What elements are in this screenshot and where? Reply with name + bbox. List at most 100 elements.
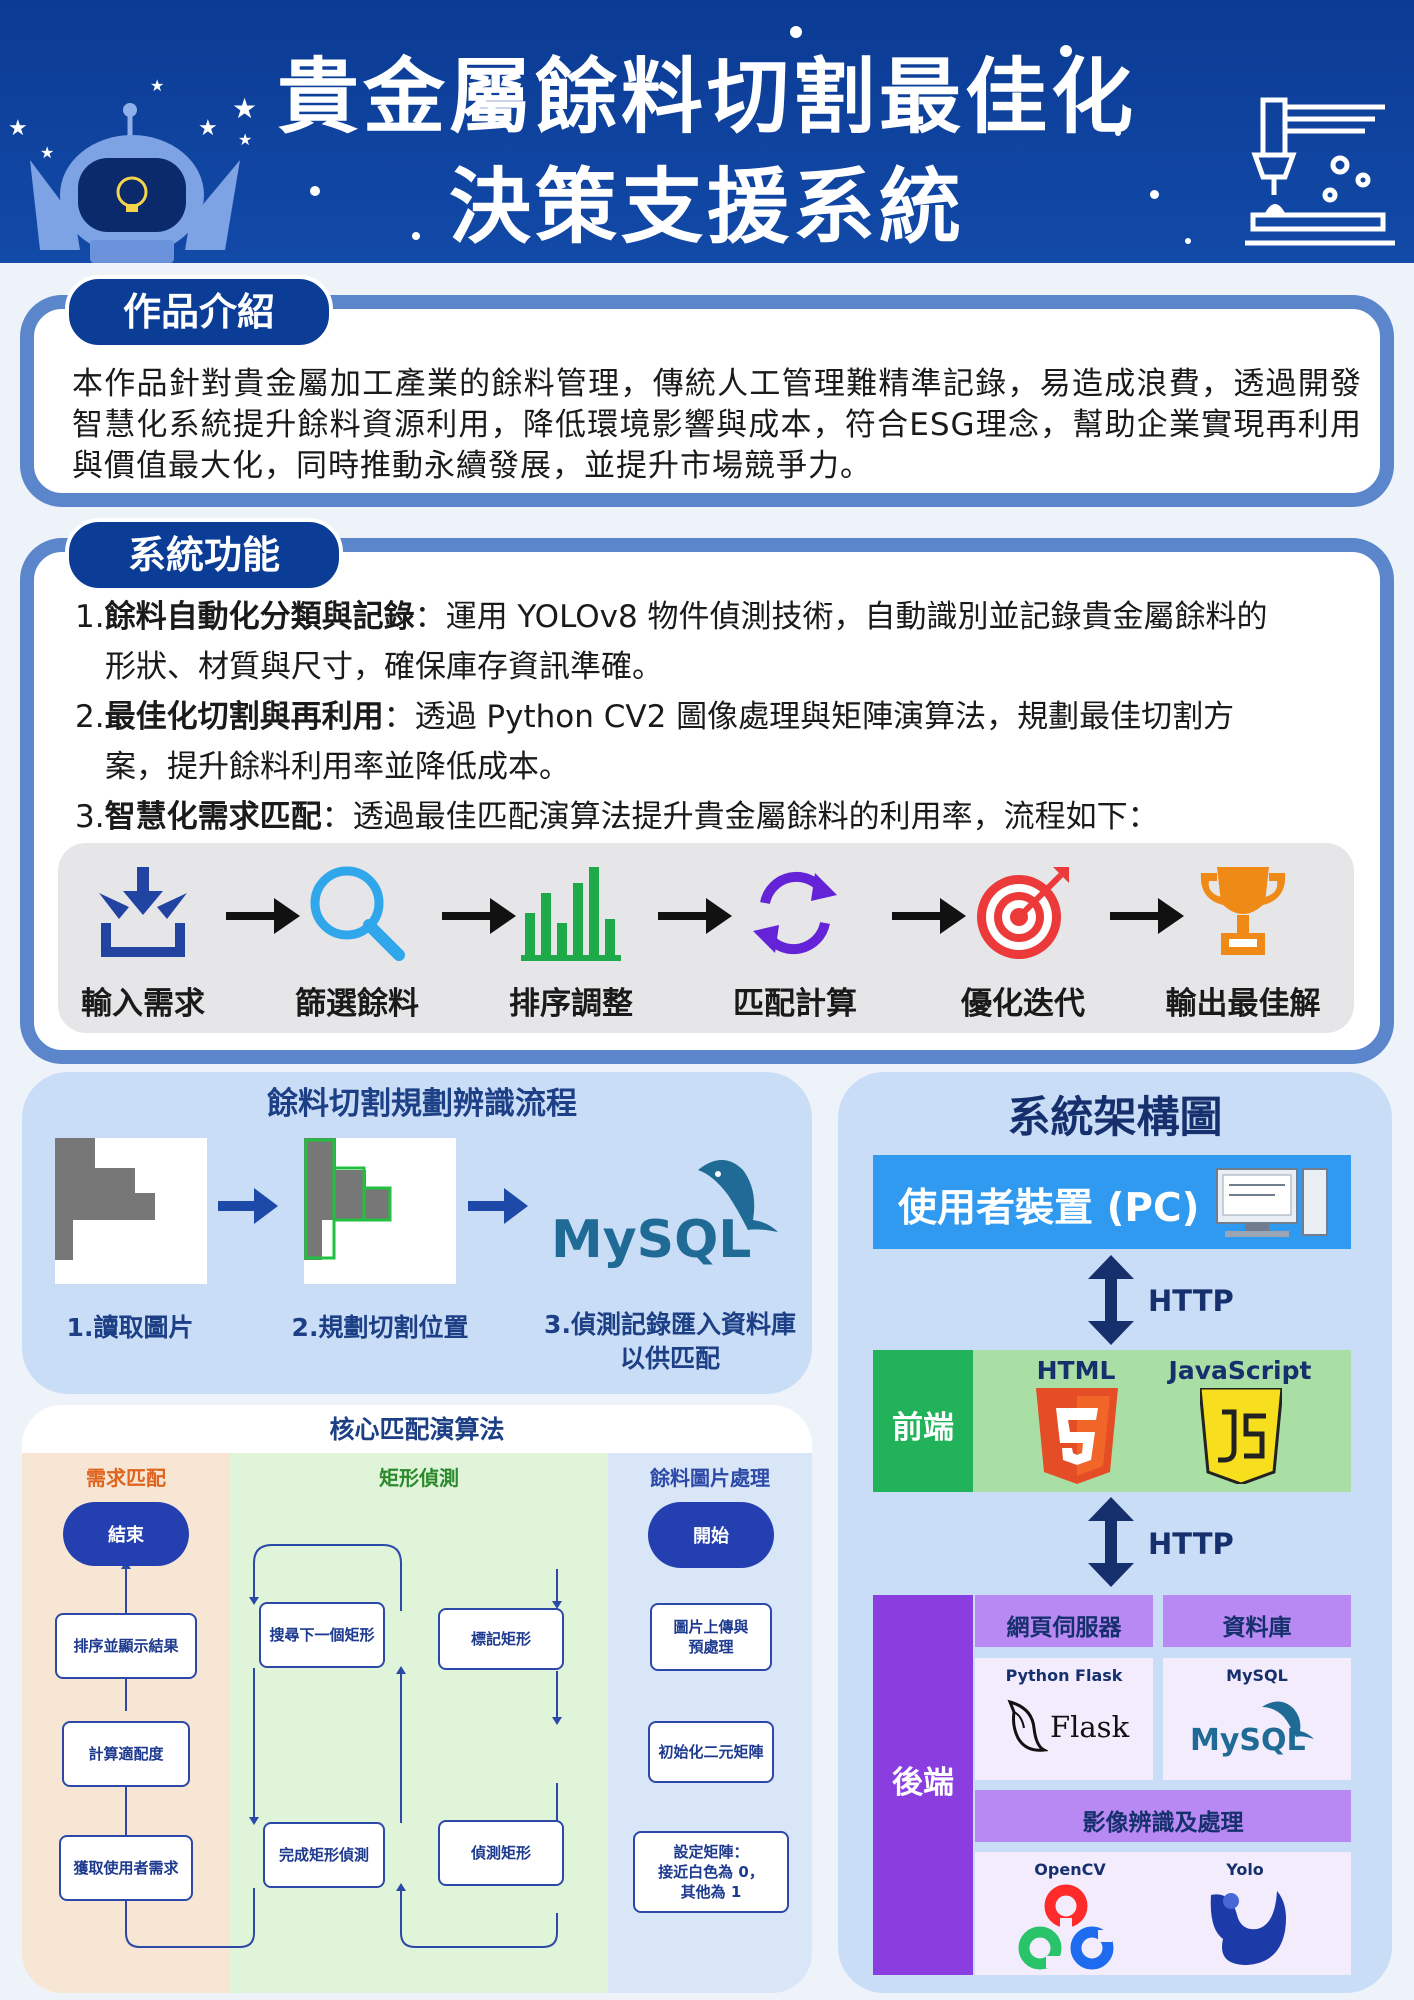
http-label-2: HTTP	[1148, 1527, 1234, 1561]
node-fitness: 計算適配度	[62, 1721, 190, 1787]
vision-box	[975, 1852, 1351, 1975]
node-set-matrix: 設定矩陣： 接近白色為 0， 其他為 1	[633, 1831, 789, 1913]
flow-label: 輸入需求	[81, 986, 205, 1022]
opencv-label: OpenCV	[1034, 1860, 1106, 1879]
star-icon: ★	[40, 143, 55, 162]
html-label: HTML	[1036, 1356, 1116, 1385]
database-label: 資料庫	[1222, 1615, 1292, 1641]
star-icon: ★	[238, 130, 253, 149]
cutting-step-2: 2.規劃切割位置	[291, 1313, 469, 1342]
node-get-requirements: 獲取使用者需求	[59, 1835, 193, 1901]
node-init-matrix: 初始化二元矩陣	[648, 1721, 774, 1783]
scrap-image-original	[55, 1138, 207, 1284]
database-header	[1163, 1595, 1351, 1647]
feature-text: ：透過 Python CV2 圖像處理與矩陣演算法，規劃最佳切割方	[383, 699, 1235, 735]
arrow-right-icon	[226, 898, 300, 934]
title-line-2: 決策支援系統	[448, 160, 965, 255]
arrow-right-icon	[1110, 898, 1184, 934]
star-icon: ★	[8, 116, 28, 141]
node-detect-rect: 偵測矩形	[438, 1820, 564, 1886]
cutting-title: 餘料切割規劃辨識流程	[267, 1086, 577, 1122]
frontend-label: 前端	[892, 1410, 954, 1446]
flow-label: 篩選餘料	[295, 986, 419, 1022]
feature-text: ：運用 YOLOv8 物件偵測技術，自動識別並記錄貴金屬餘料的	[414, 599, 1268, 635]
opencv-logo-icon	[1018, 1884, 1114, 1970]
html5-logo-icon	[1036, 1388, 1118, 1484]
flow-label: 匹配計算	[733, 986, 857, 1022]
arrow-right-icon	[218, 1188, 278, 1224]
flask-logo-icon	[1007, 1699, 1048, 1752]
dot-decoration	[1060, 45, 1072, 57]
node-detection-done: 完成矩形偵測	[263, 1822, 385, 1888]
scrap-image-planned	[304, 1138, 456, 1284]
node-sort-results: 排序並顯示結果	[55, 1613, 197, 1679]
flask-box	[975, 1658, 1153, 1780]
dot-decoration	[412, 232, 420, 240]
lane-header-rect: 矩形偵測	[379, 1466, 459, 1490]
flask-label: Python Flask	[1005, 1666, 1123, 1685]
node-text: 其他為 1	[680, 1883, 742, 1901]
lane-header-image: 餘料圖片處理	[650, 1466, 770, 1490]
arrow-right-icon	[892, 898, 966, 934]
flow-label: 輸出最佳解	[1165, 986, 1321, 1022]
matching-flow: 輸入需求 篩選餘料 排序調整	[58, 843, 1354, 1033]
lane-header-demand: 需求匹配	[86, 1466, 166, 1490]
yolo-logo-icon	[1210, 1891, 1286, 1965]
features-tag: 系統功能	[65, 518, 343, 592]
node-start: 開始	[648, 1502, 774, 1568]
mysql-box	[1163, 1658, 1351, 1780]
download-tray-icon	[99, 867, 187, 957]
node-text: 接近白色為 0，	[658, 1863, 764, 1881]
feature-num: 2.	[75, 699, 105, 735]
vision-label: 影像辨識及處理	[1082, 1810, 1244, 1836]
bidirectional-arrow-icon	[1088, 1255, 1134, 1345]
robot-icon	[30, 103, 240, 263]
star-icon: ★	[198, 116, 218, 141]
intro-text: 本作品針對貴金屬加工產業的餘料管理，傳統人工管理難精準記錄，易造成浪費，透過開發…	[72, 366, 1362, 484]
star-icon: ★	[232, 92, 258, 125]
magnifier-icon	[310, 866, 405, 961]
bar-chart-icon	[521, 867, 621, 961]
node-end: 結束	[63, 1502, 189, 1566]
mysql-logo-text: MySQL	[551, 1210, 752, 1270]
device-label: 使用者裝置 (PC)	[898, 1186, 1200, 1231]
feature-num: 3.	[75, 799, 105, 835]
backend-box	[873, 1595, 973, 1975]
backend-label: 後端	[892, 1765, 954, 1801]
node-text: 圖片上傳與	[673, 1618, 749, 1636]
trophy-icon	[1200, 867, 1286, 955]
feature-item-1-cont: 形狀、材質與尺寸，確保庫存資訊準確。	[105, 649, 663, 685]
feature-title: 最佳化切割與再利用	[104, 699, 384, 735]
sync-icon	[753, 871, 837, 955]
arrow-right-icon	[442, 898, 516, 934]
cutting-step-3: 3.偵測記錄匯入資料庫 以供匹配	[530, 1308, 810, 1376]
3d-printer-icon	[1245, 97, 1395, 246]
architecture-title: 系統架構圖	[1007, 1093, 1223, 1143]
feature-item-2-cont: 案，提升餘料利用率並降低成本。	[105, 749, 570, 785]
cutting-step-3-line-2: 以供匹配	[619, 1344, 720, 1373]
bidirectional-arrow-icon	[1088, 1497, 1134, 1587]
cutting-step-3-line-1: 3.偵測記錄匯入資料庫	[544, 1310, 796, 1339]
feature-item-2: 2.最佳化切割與再利用：透過 Python CV2 圖像處理與矩陣演算法，規劃最…	[75, 692, 1375, 742]
arrow-right-icon	[468, 1188, 528, 1224]
node-search-next-rect: 搜尋下一個矩形	[259, 1602, 385, 1668]
dot-decoration	[1115, 130, 1121, 136]
target-icon	[977, 867, 1069, 959]
flask-logo-text: Flask	[1050, 1710, 1130, 1744]
webserver-header	[975, 1595, 1153, 1647]
title-line-1: 貴金屬餘料切割最佳化	[276, 50, 1137, 145]
arrow-right-icon	[658, 898, 732, 934]
javascript-logo-icon	[1200, 1388, 1282, 1484]
dot-decoration	[790, 26, 802, 38]
flow-label: 排序調整	[509, 986, 633, 1022]
frontend-box	[873, 1350, 973, 1492]
cutting-step-1: 1.讀取圖片	[66, 1313, 194, 1342]
yolo-label: Yolo	[1226, 1860, 1264, 1879]
node-text: 預處理	[688, 1638, 734, 1656]
feature-text: ：透過最佳匹配演算法提升貴金屬餘料的利用率，流程如下：	[321, 799, 1159, 835]
dot-decoration	[1150, 190, 1159, 199]
http-label-1: HTTP	[1148, 1284, 1234, 1318]
flow-label: 優化迭代	[961, 986, 1085, 1022]
mysql-logo-text: MySQL	[1190, 1723, 1306, 1758]
webserver-label: 網頁伺服器	[1006, 1615, 1122, 1641]
